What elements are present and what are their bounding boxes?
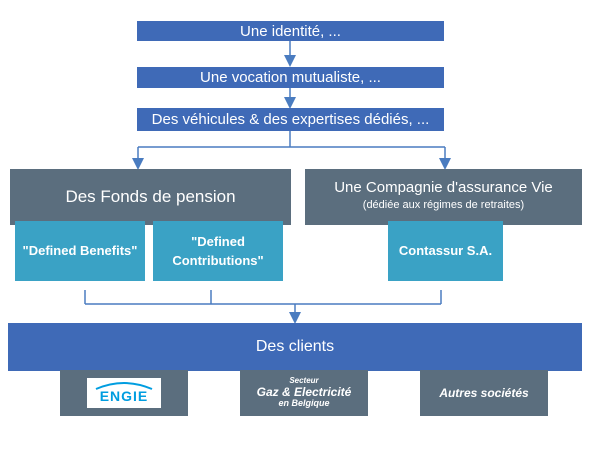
engie-logo-text: ENGIE — [99, 388, 149, 404]
defined-contributions-line2: Contributions" — [172, 253, 264, 268]
client-engie-tile: ENGIE — [60, 370, 188, 416]
step-vocation: Une vocation mutualiste, ... — [137, 67, 444, 88]
client-secteur-tile: Secteur Gaz & Electricité en Belgique — [240, 370, 368, 416]
secteur-label: Secteur — [289, 376, 319, 386]
client-autres-tile: Autres sociétés — [420, 370, 548, 416]
step-identite-label: Une identité, ... — [240, 22, 341, 40]
defined-benefits-box: "Defined Benefits" — [15, 221, 145, 281]
autres-label: Autres sociétés — [439, 386, 529, 400]
compagnie-subtitle: (dédiée aux régimes de retraites) — [362, 199, 525, 211]
engie-arc-icon — [95, 382, 153, 390]
defined-benefits-label: "Defined Benefits" — [22, 243, 138, 259]
secteur-main: Gaz & Electricité — [256, 384, 352, 399]
compagnie-assurance-box: Une Compagnie d'assurance Vie (dédiée au… — [305, 169, 582, 225]
clients-title: Des clients — [255, 338, 335, 355]
engie-logo: ENGIE — [87, 378, 161, 408]
fonds-de-pension-box: Des Fonds de pension — [10, 169, 291, 225]
step-identite: Une identité, ... — [137, 21, 444, 41]
clients-box: Des clients — [8, 323, 582, 371]
defined-contributions-box: "Defined Contributions" — [153, 221, 283, 281]
step-vehicules: Des véhicules & des expertises dédiés, .… — [137, 108, 444, 131]
contassur-box: Contassur S.A. — [388, 221, 503, 281]
fonds-title: Des Fonds de pension — [65, 187, 236, 206]
secteur-sub: en Belgique — [278, 398, 330, 409]
defined-contributions-line1: "Defined — [191, 233, 245, 249]
compagnie-title: Une Compagnie d'assurance Vie — [334, 179, 553, 196]
step-vocation-label: Une vocation mutualiste, ... — [200, 69, 381, 86]
contassur-label: Contassur S.A. — [398, 243, 493, 259]
step-vehicules-label: Des véhicules & des expertises dédiés, .… — [151, 111, 430, 128]
